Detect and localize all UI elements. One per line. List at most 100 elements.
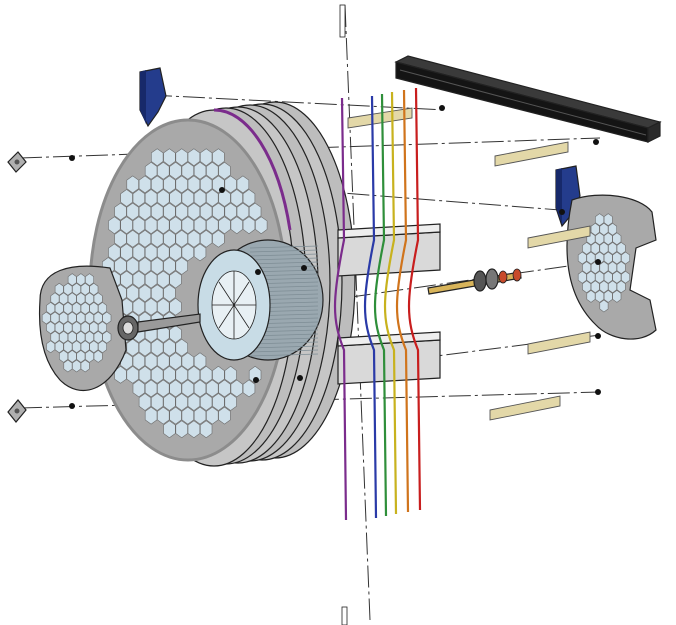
hex-hole: [93, 311, 103, 325]
hex-hole: [612, 270, 622, 284]
hex-hole: [224, 175, 237, 194]
hex-vent-pattern-right: [577, 213, 631, 313]
hex-hole: [85, 292, 94, 306]
hex-hole: [151, 284, 164, 303]
hex-hole: [181, 379, 194, 398]
hex-hole: [138, 338, 152, 357]
hex-vent-pattern: [102, 148, 268, 439]
hex-hole: [175, 202, 188, 221]
hex-hole: [144, 189, 158, 207]
hex-hole: [163, 393, 176, 411]
hex-hole: [63, 321, 73, 334]
hex-hole: [175, 175, 188, 194]
filament-strand: [395, 89, 410, 513]
hub-rib: [249, 261, 319, 265]
hex-hole: [230, 216, 243, 235]
hex-hole: [54, 302, 64, 315]
hex-hole: [67, 311, 77, 325]
hex-hole: [224, 393, 237, 411]
hex-hole: [616, 242, 626, 255]
hex-hole: [187, 229, 201, 248]
hex-hole: [603, 290, 613, 303]
screws: [69, 105, 601, 409]
hex-hole: [72, 282, 81, 296]
hex-hole: [242, 189, 256, 207]
hex-hole: [218, 216, 231, 235]
hex-hole: [76, 311, 86, 325]
hex-hole: [169, 297, 182, 316]
hex-hole: [72, 321, 81, 334]
hex-hole: [212, 393, 225, 411]
hex-hole: [200, 229, 213, 248]
hex-hole: [132, 352, 145, 371]
hex-hole: [76, 350, 86, 363]
hex-hole: [163, 175, 176, 194]
hex-hole: [80, 302, 90, 315]
hex-hole: [181, 406, 194, 425]
hex-hole: [138, 393, 152, 411]
hex-hole: [132, 379, 145, 398]
hex-hole: [193, 406, 207, 425]
hex-hole: [175, 257, 188, 275]
hub-rib: [249, 253, 319, 257]
spacer-rod: [489, 395, 561, 421]
hex-hole: [169, 325, 182, 343]
hex-hole: [132, 243, 145, 262]
hex-hole: [163, 202, 176, 221]
hex-hole: [50, 311, 60, 325]
screw-icon: [301, 265, 307, 271]
hex-hole: [93, 330, 103, 344]
hex-hole: [175, 420, 188, 439]
hex-hole: [50, 330, 60, 344]
hex-hole: [98, 321, 107, 334]
hex-hole: [603, 251, 613, 265]
screw-icon: [297, 375, 303, 381]
hex-hole: [169, 352, 182, 371]
hex-hole: [169, 243, 182, 262]
hex-hole: [85, 330, 94, 344]
hex-hole: [218, 189, 231, 207]
hex-hole: [76, 330, 86, 344]
axle-left: [137, 313, 201, 333]
hex-hole: [206, 189, 219, 207]
hex-hole: [67, 330, 77, 344]
hex-hole: [212, 148, 225, 167]
hex-hole: [169, 270, 182, 289]
screw-icon: [255, 269, 261, 275]
hex-hole: [586, 290, 596, 303]
spacer-rod: [494, 141, 569, 167]
hex-hole: [157, 406, 170, 425]
hex-hole: [144, 379, 158, 398]
hex-hole: [157, 379, 170, 398]
hex-hole: [200, 420, 213, 439]
hex-hole: [595, 290, 605, 303]
hex-hole: [157, 270, 170, 289]
hex-hole: [157, 297, 170, 316]
hex-hole: [157, 352, 170, 371]
aluminium-rail: [394, 55, 662, 143]
blue-bracket-left: [139, 67, 167, 128]
hex-hole: [169, 189, 182, 207]
hex-hole: [114, 229, 127, 248]
hex-hole: [590, 222, 600, 236]
hex-hole: [59, 292, 69, 306]
hex-hole: [586, 270, 596, 284]
hex-hole: [157, 189, 170, 207]
hex-hole: [595, 213, 605, 226]
spacer-rods: [347, 107, 591, 421]
hub-rib: [249, 353, 319, 357]
hex-hole: [50, 292, 60, 306]
hex-hole: [603, 232, 613, 246]
hex-hole: [126, 284, 139, 303]
hex-hole: [138, 229, 152, 248]
hex-hole: [218, 379, 231, 398]
hex-hole: [181, 216, 194, 235]
hex-hole: [120, 243, 133, 262]
hex-hole: [187, 202, 201, 221]
hex-hole: [132, 189, 145, 207]
hex-hole: [85, 311, 94, 325]
hex-hole: [175, 365, 188, 384]
hex-hole: [200, 393, 213, 411]
hex-hole: [126, 365, 139, 384]
hex-hole: [151, 202, 164, 221]
